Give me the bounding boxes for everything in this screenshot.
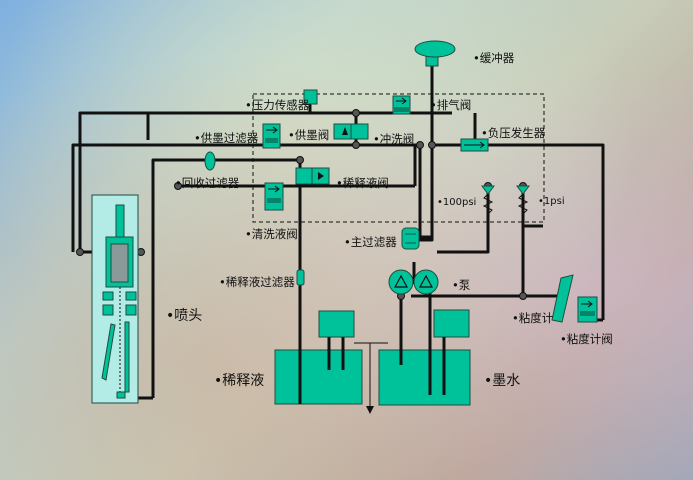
label-ink-supply-valve: •供墨阀: [288, 128, 330, 142]
label-100psi: •100psi: [437, 197, 477, 208]
recovery-filter: [204, 151, 216, 171]
label-ink: •墨水: [484, 373, 521, 389]
label-cleaning-valve: •清洗液阀: [245, 227, 298, 241]
main-filter: [401, 227, 420, 250]
label-dilution-valve: •稀释液阀: [336, 176, 389, 190]
control-module-boundary: [252, 93, 545, 223]
viscometer-valve: [577, 296, 598, 323]
ink-supply-valve: [333, 123, 369, 140]
cleaning-valve: [264, 182, 284, 211]
label-vacuum-generator: •负压发生器: [481, 126, 546, 140]
label-nozzle: •喷头: [166, 308, 203, 324]
regulator-1psi: [516, 185, 530, 215]
label-recovery-filter: •回收过滤器: [175, 176, 240, 190]
label-dilution-filter: •稀释液过滤器: [219, 275, 295, 289]
label-viscometer: •粘度计: [512, 311, 554, 325]
label-1psi: •1psi: [538, 196, 565, 207]
pressure-sensor: [303, 89, 318, 105]
vacuum-generator: [460, 138, 489, 152]
label-exhaust-valve: •排气阀: [430, 98, 472, 112]
buffer-tank: [414, 40, 456, 67]
label-flush-valve: •冲洗阀: [373, 132, 415, 146]
pump: [388, 269, 439, 295]
label-buffer: •缓冲器: [473, 51, 515, 65]
diluent-tank: [274, 310, 363, 405]
viscometer: [551, 274, 574, 323]
label-viscometer-valve: •粘度计阀: [560, 332, 613, 346]
dilution-filter: [296, 269, 305, 286]
ink-supply-filter: [262, 123, 281, 149]
pipes: [71, 62, 605, 400]
ink-tank: [378, 309, 471, 406]
nozzle-assembly: [91, 194, 139, 404]
dilution-valve: [295, 167, 330, 185]
label-pressure-sensor: •压力传感器: [245, 98, 310, 112]
label-ink-supply-filter: •供墨过滤器: [194, 131, 259, 145]
label-pump: •泵: [452, 278, 471, 292]
label-diluent: •稀释液: [214, 373, 265, 389]
exhaust-valve: [392, 95, 411, 115]
regulator-100psi: [481, 185, 495, 215]
drain-line: [354, 342, 388, 414]
label-main-filter: •主过滤器: [344, 235, 397, 249]
